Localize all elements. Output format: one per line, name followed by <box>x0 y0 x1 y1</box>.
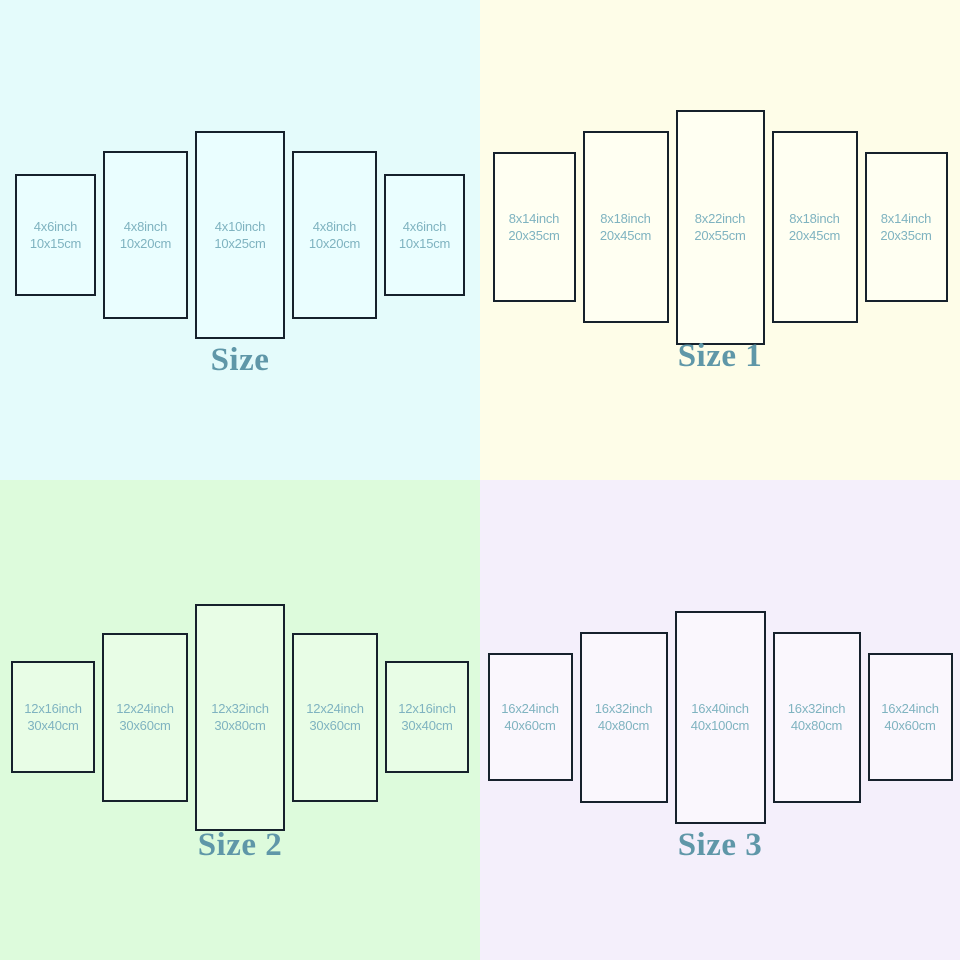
panel-size-inch: 4x6inch <box>402 219 447 234</box>
canvas-panel: 12x16inch 30x40cm <box>385 661 469 773</box>
canvas-panel: 8x18inch 20x45cm <box>582 131 669 323</box>
panel-set: 8x14inch 20x35cm 8x18inch 20x45cm 8x22inch 20… <box>480 62 960 392</box>
panel-size-cm: 30x60cm <box>119 718 171 733</box>
panel-size-inch: 16x32inch <box>594 701 653 716</box>
panel-size-inch: 16x24inch <box>501 701 559 716</box>
panel-size-cm: 10x20cm <box>308 236 361 251</box>
panel-size-cm: 30x60cm <box>309 718 361 733</box>
panel-size-cm: 20x35cm <box>508 228 560 243</box>
panel-size-inch: 4x8inch <box>123 219 168 234</box>
panel-size-inch: 16x40inch <box>691 701 749 716</box>
panel-size-inch: 8x14inch <box>880 211 932 226</box>
canvas-panel: 16x24inch 40x60cm <box>867 653 953 781</box>
panel-set: 12x16inch 30x40cm 12x24inch 30x60cm 12x32inc… <box>0 552 480 882</box>
canvas-panel: 8x14inch 20x35cm <box>492 152 576 302</box>
panel-size-cm: 30x80cm <box>214 718 266 733</box>
panel-size-cm: 10x15cm <box>29 236 82 251</box>
panel-size-cm: 10x15cm <box>398 236 451 251</box>
size-option-size-2[interactable]: 12x16inch 30x40cm 12x24inch 30x60cm 12x32inc… <box>0 480 480 960</box>
size-option-size-3[interactable]: 16x24inch 40x60cm 16x32inch 40x80cm 16x40inc… <box>480 480 960 960</box>
panel-size-cm: 40x100cm <box>690 718 750 733</box>
canvas-panel: 12x16inch 30x40cm <box>11 661 95 773</box>
canvas-panel: 12x32inch 30x80cm <box>195 603 285 831</box>
canvas-panel: 4x10inch 10x25cm <box>195 131 285 339</box>
canvas-panel: 16x32inch 40x80cm <box>579 631 668 803</box>
panel-size-inch: 8x18inch <box>789 211 840 226</box>
canvas-panel: 4x8inch 10x20cm <box>103 151 188 319</box>
panel-size-cm: 20x45cm <box>788 228 841 243</box>
panel-size-inch: 12x24inch <box>306 701 364 716</box>
panel-size-cm: 40x60cm <box>504 718 556 733</box>
panel-size-cm: 30x40cm <box>27 718 79 733</box>
canvas-panel: 4x6inch 10x15cm <box>384 174 465 296</box>
panel-set: 16x24inch 40x60cm 16x32inch 40x80cm 16x40inc… <box>480 552 960 882</box>
panel-size-cm: 20x35cm <box>880 228 932 243</box>
size-option-title: Size 2 <box>197 827 283 863</box>
panel-size-cm: 20x55cm <box>694 228 746 243</box>
panel-size-cm: 30x40cm <box>401 718 453 733</box>
canvas-panel: 4x8inch 10x20cm <box>292 151 377 319</box>
panel-size-inch: 4x8inch <box>312 219 357 234</box>
panel-size-cm: 40x80cm <box>597 718 650 733</box>
canvas-panel: 8x22inch 20x55cm <box>675 109 765 345</box>
size-option-title: Size <box>210 342 270 378</box>
panel-size-cm: 10x25cm <box>214 236 266 251</box>
panel-size-inch: 8x22inch <box>694 211 746 226</box>
canvas-panel: 4x6inch 10x15cm <box>15 174 96 296</box>
panel-size-cm: 40x80cm <box>790 718 843 733</box>
panel-size-inch: 8x14inch <box>508 211 560 226</box>
canvas-panel: 8x18inch 20x45cm <box>771 131 858 323</box>
panel-size-inch: 12x16inch <box>24 701 82 716</box>
canvas-panel: 16x32inch 40x80cm <box>772 631 861 803</box>
panel-size-cm: 10x20cm <box>119 236 172 251</box>
size-option-size-1[interactable]: 8x14inch 20x35cm 8x18inch 20x45cm 8x22inch 20… <box>480 0 960 480</box>
canvas-panel: 16x40inch 40x100cm <box>674 610 766 824</box>
panel-size-inch: 16x32inch <box>787 701 846 716</box>
panel-size-inch: 12x16inch <box>398 701 456 716</box>
panel-size-inch: 12x24inch <box>116 701 174 716</box>
canvas-panel: 12x24inch 30x60cm <box>292 632 378 802</box>
panel-size-inch: 12x32inch <box>211 701 269 716</box>
size-option-title: Size 3 <box>677 827 763 863</box>
size-option-size[interactable]: 4x6inch 10x15cm 4x8inch 10x20cm 4x10inch 10x2… <box>0 0 480 480</box>
size-option-title: Size 1 <box>677 338 763 374</box>
panel-size-cm: 20x45cm <box>599 228 652 243</box>
panel-size-inch: 4x6inch <box>33 219 78 234</box>
canvas-panel: 12x24inch 30x60cm <box>102 632 188 802</box>
panel-size-inch: 8x18inch <box>600 211 651 226</box>
panel-size-cm: 40x60cm <box>884 718 936 733</box>
panel-size-inch: 16x24inch <box>881 701 939 716</box>
panel-set: 4x6inch 10x15cm 4x8inch 10x20cm 4x10inch 10x2… <box>0 70 480 400</box>
canvas-panel: 16x24inch 40x60cm <box>487 653 573 781</box>
canvas-panel: 8x14inch 20x35cm <box>864 152 948 302</box>
panel-size-inch: 4x10inch <box>214 219 266 234</box>
